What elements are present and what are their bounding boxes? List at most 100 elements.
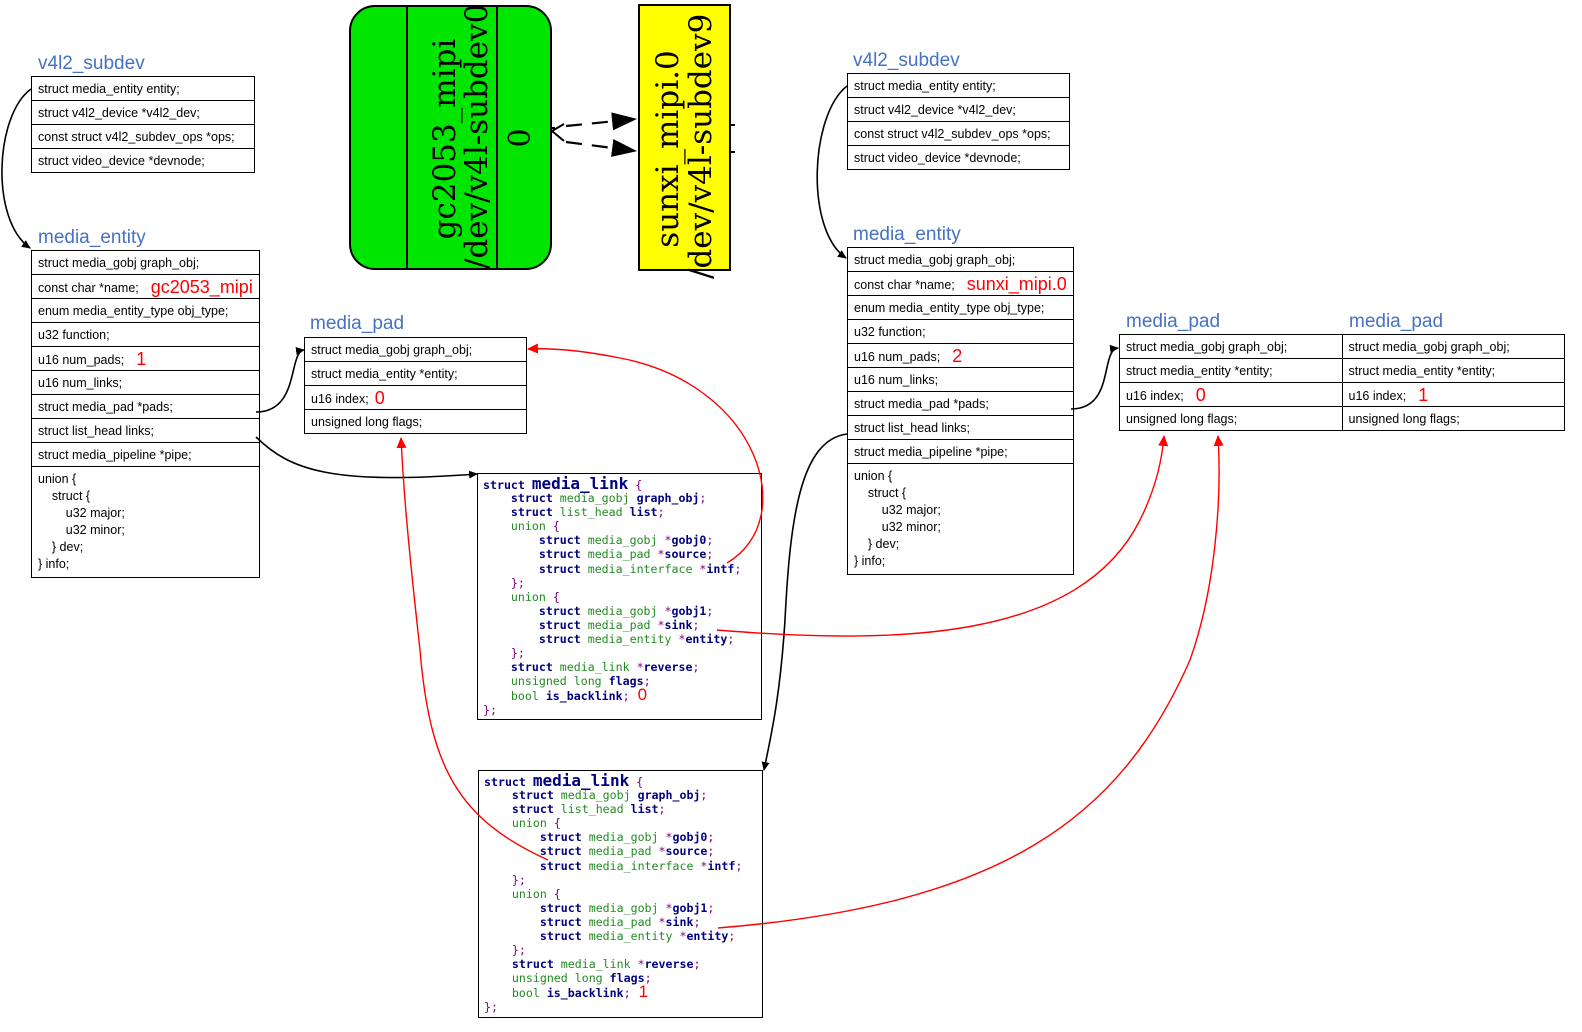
code-member: list: [630, 802, 659, 817]
media-link-box-1: struct media_link { struct media_gobj gr…: [477, 473, 762, 720]
right-pad0-title: media_pad: [1126, 311, 1221, 332]
code-member: is_backlink: [545, 689, 623, 704]
code-member: source: [665, 844, 708, 859]
code-member: graph_obj: [636, 491, 700, 506]
num-pads-value: 1: [136, 349, 147, 369]
table-cell: u16 num_pads;1: [31, 346, 260, 371]
table-cell: struct media_gobj graph_obj;: [31, 250, 260, 275]
connector-right-subdev-entity: [816, 85, 848, 259]
code-keyword: struct: [511, 802, 554, 817]
code-punct: };: [483, 702, 497, 717]
code-type: unsigned long: [510, 674, 602, 689]
node-divider: [496, 5, 498, 270]
table-cell-union: union { struct { u32 major; u32 minor; }…: [847, 463, 1074, 575]
right-media-pad-table: struct media_gobj graph_obj;struct media…: [1119, 334, 1565, 431]
code-punct: *: [664, 603, 672, 618]
code-member: flags: [609, 971, 645, 986]
code-keyword: struct: [483, 478, 525, 492]
connector-left-links: [255, 436, 478, 479]
right-v4l2-subdev-table: struct media_entity entity; struct v4l2_…: [847, 73, 1070, 170]
table-cell: u16 num_links;: [847, 367, 1074, 392]
code-type: media_pad: [588, 844, 652, 859]
code-member: source: [664, 547, 707, 562]
table-cell: struct media_gobj graph_obj;: [1341, 334, 1565, 359]
code-punct: *: [679, 929, 687, 944]
table-cell: const struct v4l2_subdev_ops *ops;: [847, 121, 1070, 146]
code-member: gobj0: [671, 533, 707, 548]
code-keyword: struct: [511, 957, 554, 972]
table-cell: struct media_pipeline *pipe;: [847, 439, 1074, 464]
table-cell: enum media_entity_type obj_type;: [847, 295, 1074, 320]
table-cell: u16 num_pads;2: [847, 343, 1074, 368]
code-punct: };: [510, 575, 525, 590]
cell-text: const char *name;: [854, 278, 955, 292]
table-cell: u16 index;1: [1341, 382, 1565, 407]
table-cell: struct media_entity entity;: [847, 73, 1070, 98]
code-keyword: struct: [539, 914, 582, 929]
code-punct: *: [699, 561, 707, 576]
code-punct: {: [636, 775, 644, 789]
code-punct: *: [665, 900, 673, 915]
link1-sink-pointer: [716, 435, 1169, 637]
code-type: media_gobj: [587, 603, 658, 618]
code-struct-name: media_link: [532, 771, 630, 790]
code-punct: };: [511, 872, 526, 887]
table-cell: struct list_head links;: [847, 415, 1074, 440]
left-pad-title: media_pad: [310, 313, 405, 334]
table-cell: struct media_entity *entity;: [1341, 358, 1565, 383]
code-keyword: struct: [538, 547, 581, 562]
code-member: intf: [706, 561, 735, 576]
code-type: list_head: [560, 802, 624, 817]
right-pad1-title: media_pad: [1349, 311, 1444, 332]
code-keyword: struct: [538, 561, 581, 576]
code-keyword: union: [511, 886, 547, 901]
connector-left-pads: [255, 347, 305, 413]
code-keyword: struct: [510, 505, 553, 520]
code-member: gobj1: [671, 603, 707, 618]
connector-right-links: [761, 433, 848, 771]
code-keyword: struct: [484, 775, 526, 789]
code-type: media_pad: [587, 617, 651, 632]
media-link-box-2: struct media_link { struct media_gobj gr…: [478, 770, 763, 1018]
connector-right-pads: [1070, 344, 1119, 410]
code-punct: };: [484, 999, 498, 1014]
code-punct: *: [657, 617, 665, 632]
graph-node-gc2053: gc2053_mipi /dev/v4l-subdev0 0: [349, 4, 552, 270]
code-punct: *: [678, 632, 686, 647]
code-type: media_interface: [588, 858, 694, 873]
code-type: bool: [511, 986, 540, 1001]
code-member: gobj1: [672, 900, 708, 915]
right-subdev-title: v4l2_subdev: [853, 50, 960, 71]
code-member: is_backlink: [546, 986, 624, 1001]
code-punct: };: [511, 943, 526, 958]
left-subdev-title: v4l2_subdev: [38, 53, 145, 74]
code-member: list: [629, 505, 658, 520]
table-cell: u32 function;: [847, 319, 1074, 344]
code-type: media_gobj: [588, 900, 659, 915]
entity-name-value: sunxi_mipi.0: [966, 274, 1067, 294]
code-member: entity: [686, 929, 729, 944]
table-cell: struct media_pad *pads;: [847, 391, 1074, 416]
num-pads-value: 2: [952, 346, 963, 366]
code-keyword: union: [511, 816, 547, 831]
code-keyword: union: [510, 519, 546, 534]
code-member: graph_obj: [637, 788, 701, 803]
table-cell: const char *name; sunxi_mipi.0: [847, 271, 1074, 296]
code-type: media_entity: [587, 632, 672, 647]
code-struct-name: media_link: [531, 474, 629, 493]
table-cell-union: union { struct { u32 major; u32 minor; }…: [31, 466, 260, 578]
code-punct: *: [665, 830, 673, 845]
code-punct: *: [637, 957, 645, 972]
code-type: media_pad: [587, 547, 651, 562]
cell-text: const char *name;: [38, 281, 139, 295]
code-type: media_link: [559, 660, 630, 675]
code-keyword: struct: [538, 632, 581, 647]
code-punct: *: [658, 914, 666, 929]
code-member: flags: [608, 674, 644, 689]
cell-text: u16 index;: [1348, 389, 1407, 403]
table-cell: unsigned long flags;: [1341, 406, 1565, 431]
graph-edge: [565, 139, 637, 157]
code-keyword: struct: [539, 929, 582, 944]
code-type: media_gobj: [588, 830, 659, 845]
code-keyword: union: [510, 589, 546, 604]
